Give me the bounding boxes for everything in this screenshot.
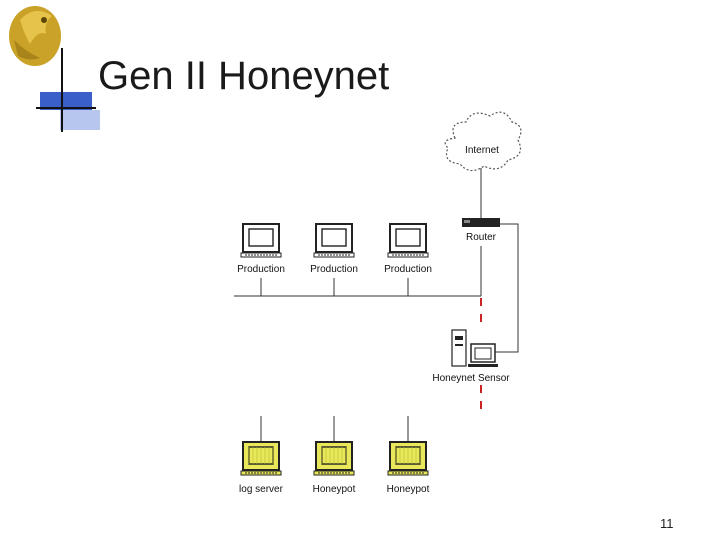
title-corner-graphic [36, 48, 100, 132]
honeynet-workstation-icon [387, 441, 429, 476]
honeypot-label: Honeypot [312, 484, 356, 495]
production-workstation-icon [387, 223, 429, 258]
production-label: Production [310, 264, 358, 275]
pegasus-logo-icon [9, 6, 61, 66]
internet-cloud-icon [444, 111, 522, 172]
slide-title: Gen II Honeynet [98, 54, 390, 98]
production-label: Production [384, 264, 432, 275]
production-label: Production [237, 264, 285, 275]
honeynet-workstation-icon [313, 441, 355, 476]
router-label: Router [465, 232, 497, 243]
honeynet-sensor-icon [451, 329, 498, 367]
production-workstation-icon [240, 223, 282, 258]
router-sensor-link [495, 223, 519, 353]
router-icon [462, 218, 500, 227]
sensor-label: Honeynet Sensor [432, 373, 510, 384]
log-server-label: log server [239, 484, 283, 495]
production-workstation-icon [313, 223, 355, 258]
honeynet-workstation-icon [240, 441, 282, 476]
honeypot-label: Honeypot [386, 484, 430, 495]
page-number: 11 [660, 516, 674, 531]
internet-label: Internet [465, 145, 499, 156]
